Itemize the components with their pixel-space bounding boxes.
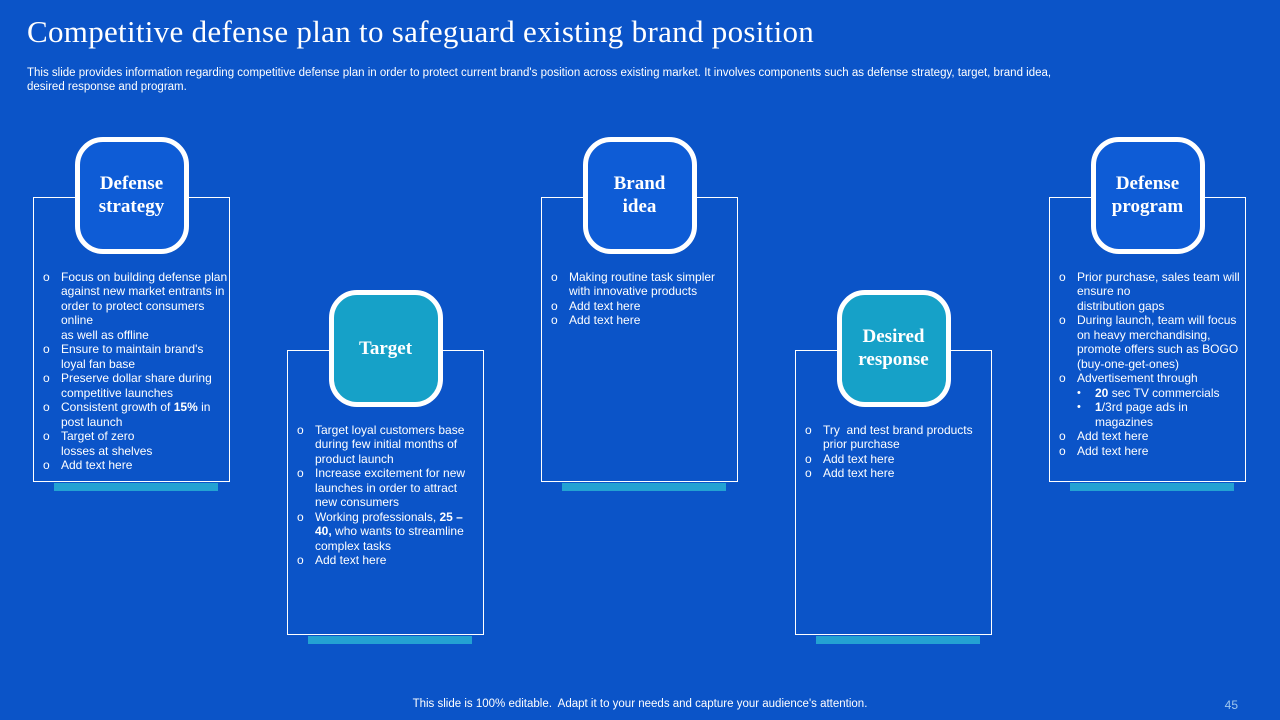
column-target: Target o Target loyal customers base durin… — [287, 289, 484, 644]
bullet-marker: o — [297, 553, 304, 567]
bullet-item: o Target loyal customers base during few … — [297, 423, 482, 467]
bullet-text: Ensure to maintain brand's loyal fan bas… — [61, 342, 207, 371]
bullet-text: Prior purchase, sales team will ensure n… — [1077, 269, 1240, 313]
sub-bullet-list: • 20 sec TV commercials • 1/3rd page ads in… — [1077, 386, 1244, 430]
bullet-list-defense-program: o Prior purchase, sales team will ensure … — [1059, 270, 1244, 459]
bullet-text: 20 sec TV commercials — [1095, 385, 1220, 400]
bullet-marker: o — [805, 422, 812, 437]
column-header-brand-idea: Brand idea — [582, 136, 697, 254]
bullet-item: o Focus on building defense plan against … — [43, 270, 228, 343]
bullet-text: Add text here — [1077, 429, 1149, 443]
bullet-list-target: o Target loyal customers base during few … — [297, 423, 482, 568]
bullet-text: Add text here — [569, 313, 641, 327]
bullet-text: Add text here — [61, 458, 133, 472]
bullet-marker: o — [43, 371, 50, 385]
shadow-bar — [308, 635, 472, 644]
bullet-marker: • — [1077, 401, 1081, 413]
bullet-item: o Add text here — [805, 466, 990, 481]
bullet-text: Target of zero losses at shelves — [61, 429, 153, 458]
bullet-text: Working professionals, 25 – 40, who want… — [315, 509, 468, 553]
bullet-item: • 1/3rd page ads in magazines — [1077, 400, 1244, 429]
bullet-text: Making routine task simpler with innovat… — [569, 269, 719, 299]
column-header-desired-response: Desired response — [836, 289, 951, 407]
bullet-item: o Advertisement through — [1059, 371, 1244, 386]
column-header-target: Target — [328, 289, 443, 407]
bullet-text: Consistent growth of 15% in post launch — [61, 400, 214, 429]
bullet-text: Preserve dollar share during competitive… — [61, 371, 216, 400]
bullet-text: 1/3rd page ads in magazines — [1095, 400, 1192, 429]
bullet-marker: o — [297, 509, 304, 524]
bullet-marker: o — [43, 429, 50, 443]
column-desired-response: Desired response o Try and test brand prod… — [795, 289, 992, 644]
shadow-bar — [1070, 482, 1234, 491]
bullet-list-brand-idea: o Making routine task simpler with innova… — [551, 270, 736, 328]
bullet-item: o Working professionals, 25 – 40, who wan… — [297, 510, 482, 554]
bullet-marker: o — [43, 342, 50, 356]
column-header-defense-program: Defense program — [1090, 136, 1205, 254]
bullet-text: Add text here — [1077, 443, 1149, 458]
bullet-item: o Add text here — [551, 313, 736, 328]
bullet-marker: o — [1059, 269, 1066, 284]
column-defense-program: Defense program o Prior purchase, sales te… — [1049, 136, 1246, 491]
bullet-list-desired-response: o Try and test brand products prior purch… — [805, 423, 990, 481]
bullet-item: o Preserve dollar share during competitiv… — [43, 371, 228, 400]
column-header-defense-strategy: Defense strategy — [74, 136, 189, 254]
bullet-marker: o — [551, 269, 558, 284]
bullet-item: o Target of zero losses at shelves — [43, 429, 228, 458]
bullet-text: Add text here — [823, 466, 895, 480]
bullet-marker: o — [805, 466, 812, 480]
bullet-item: • 20 sec TV commercials — [1077, 386, 1244, 401]
bullet-item: o Increase excitement for new launches in… — [297, 466, 482, 510]
bullet-item: o Add text here — [297, 553, 482, 568]
bullet-marker: o — [43, 458, 50, 472]
page-number: 45 — [1224, 698, 1238, 712]
bullet-marker: o — [1059, 429, 1066, 443]
bullet-item: o Consistent growth of 15% in post launch — [43, 400, 228, 429]
bullet-item: o Add text here — [551, 299, 736, 314]
bullet-item: o Prior purchase, sales team will ensure … — [1059, 270, 1244, 314]
bullet-marker: o — [805, 451, 812, 466]
column-defense-strategy: Defense strategy o Focus on building defen… — [33, 136, 230, 491]
bullet-marker: o — [1059, 371, 1066, 385]
bullet-item: o Ensure to maintain brand's loyal fan ba… — [43, 342, 228, 371]
bullet-item: o During launch, team will focus on heavy… — [1059, 313, 1244, 371]
bullet-text: Increase excitement for new launches in … — [315, 466, 469, 509]
footer-note: This slide is 100% editable. Adapt it to… — [412, 698, 868, 710]
bullet-text: Add text here — [823, 451, 895, 466]
bullet-marker: o — [297, 422, 304, 437]
bullet-text: Add text here — [569, 298, 641, 313]
bullet-marker: o — [551, 313, 558, 327]
shadow-bar — [816, 635, 980, 644]
slide-subtitle: This slide provides information regardin… — [27, 67, 1052, 93]
bullet-item: o Add text here — [805, 452, 990, 467]
bullet-text: Focus on building defense plan against n… — [61, 269, 228, 342]
bullet-marker: o — [551, 298, 558, 313]
bullet-item: o Add text here — [1059, 429, 1244, 444]
bullet-item: o Add text here — [43, 458, 228, 473]
bullet-marker: • — [1077, 386, 1081, 399]
bullet-text: Advertisement through — [1077, 371, 1198, 385]
bullet-item: o Making routine task simpler with innova… — [551, 270, 736, 299]
bullet-marker: o — [297, 466, 304, 480]
bullet-list-defense-strategy: o Focus on building defense plan against … — [43, 270, 228, 473]
bullet-marker: o — [1059, 443, 1066, 458]
bullet-marker: o — [43, 400, 50, 414]
column-brand-idea: Brand idea o Making routine task simpler w… — [541, 136, 738, 491]
bullet-text: During launch, team will focus on heavy … — [1077, 313, 1242, 371]
bullet-item: o Add text here — [1059, 444, 1244, 459]
shadow-bar — [562, 482, 726, 491]
bullet-text: Add text here — [315, 553, 387, 567]
bullet-text: Target loyal customers base during few i… — [315, 422, 468, 466]
bullet-text: Try and test brand products prior purcha… — [823, 422, 976, 452]
page-title: Competitive defense plan to safeguard ex… — [27, 14, 815, 49]
bullet-marker: o — [1059, 313, 1066, 327]
bullet-marker: o — [43, 269, 50, 284]
bullet-item: o Try and test brand products prior purch… — [805, 423, 990, 452]
shadow-bar — [54, 482, 218, 491]
